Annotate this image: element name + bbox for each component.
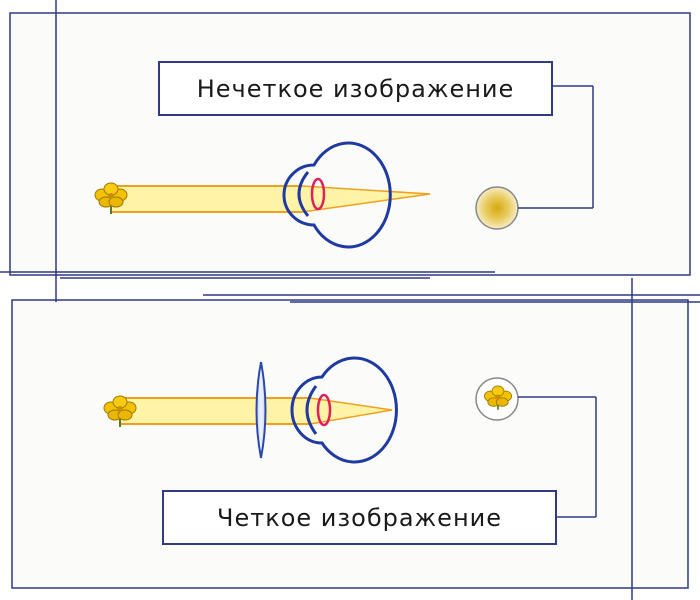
blurred-image-label-text: Нечеткое изображение: [196, 74, 515, 103]
blurred-image-label: Нечеткое изображение: [158, 61, 553, 116]
sharp-flower-icon: [475, 377, 519, 421]
bottom-eye: [290, 356, 398, 464]
top-light-beam: [112, 185, 431, 213]
bottom-buttercup-icon: [103, 395, 137, 427]
sharp-image-label-text: Четкое изображение: [217, 503, 502, 532]
top-eye: [282, 141, 392, 249]
corrective-lens-icon: [255, 361, 267, 459]
bottom-leader-line: [518, 396, 597, 518]
top-buttercup-icon: [94, 182, 128, 214]
top-leader-line: [518, 85, 594, 209]
sharp-image-label: Четкое изображение: [162, 490, 557, 545]
blurred-spot-icon: [475, 186, 519, 230]
